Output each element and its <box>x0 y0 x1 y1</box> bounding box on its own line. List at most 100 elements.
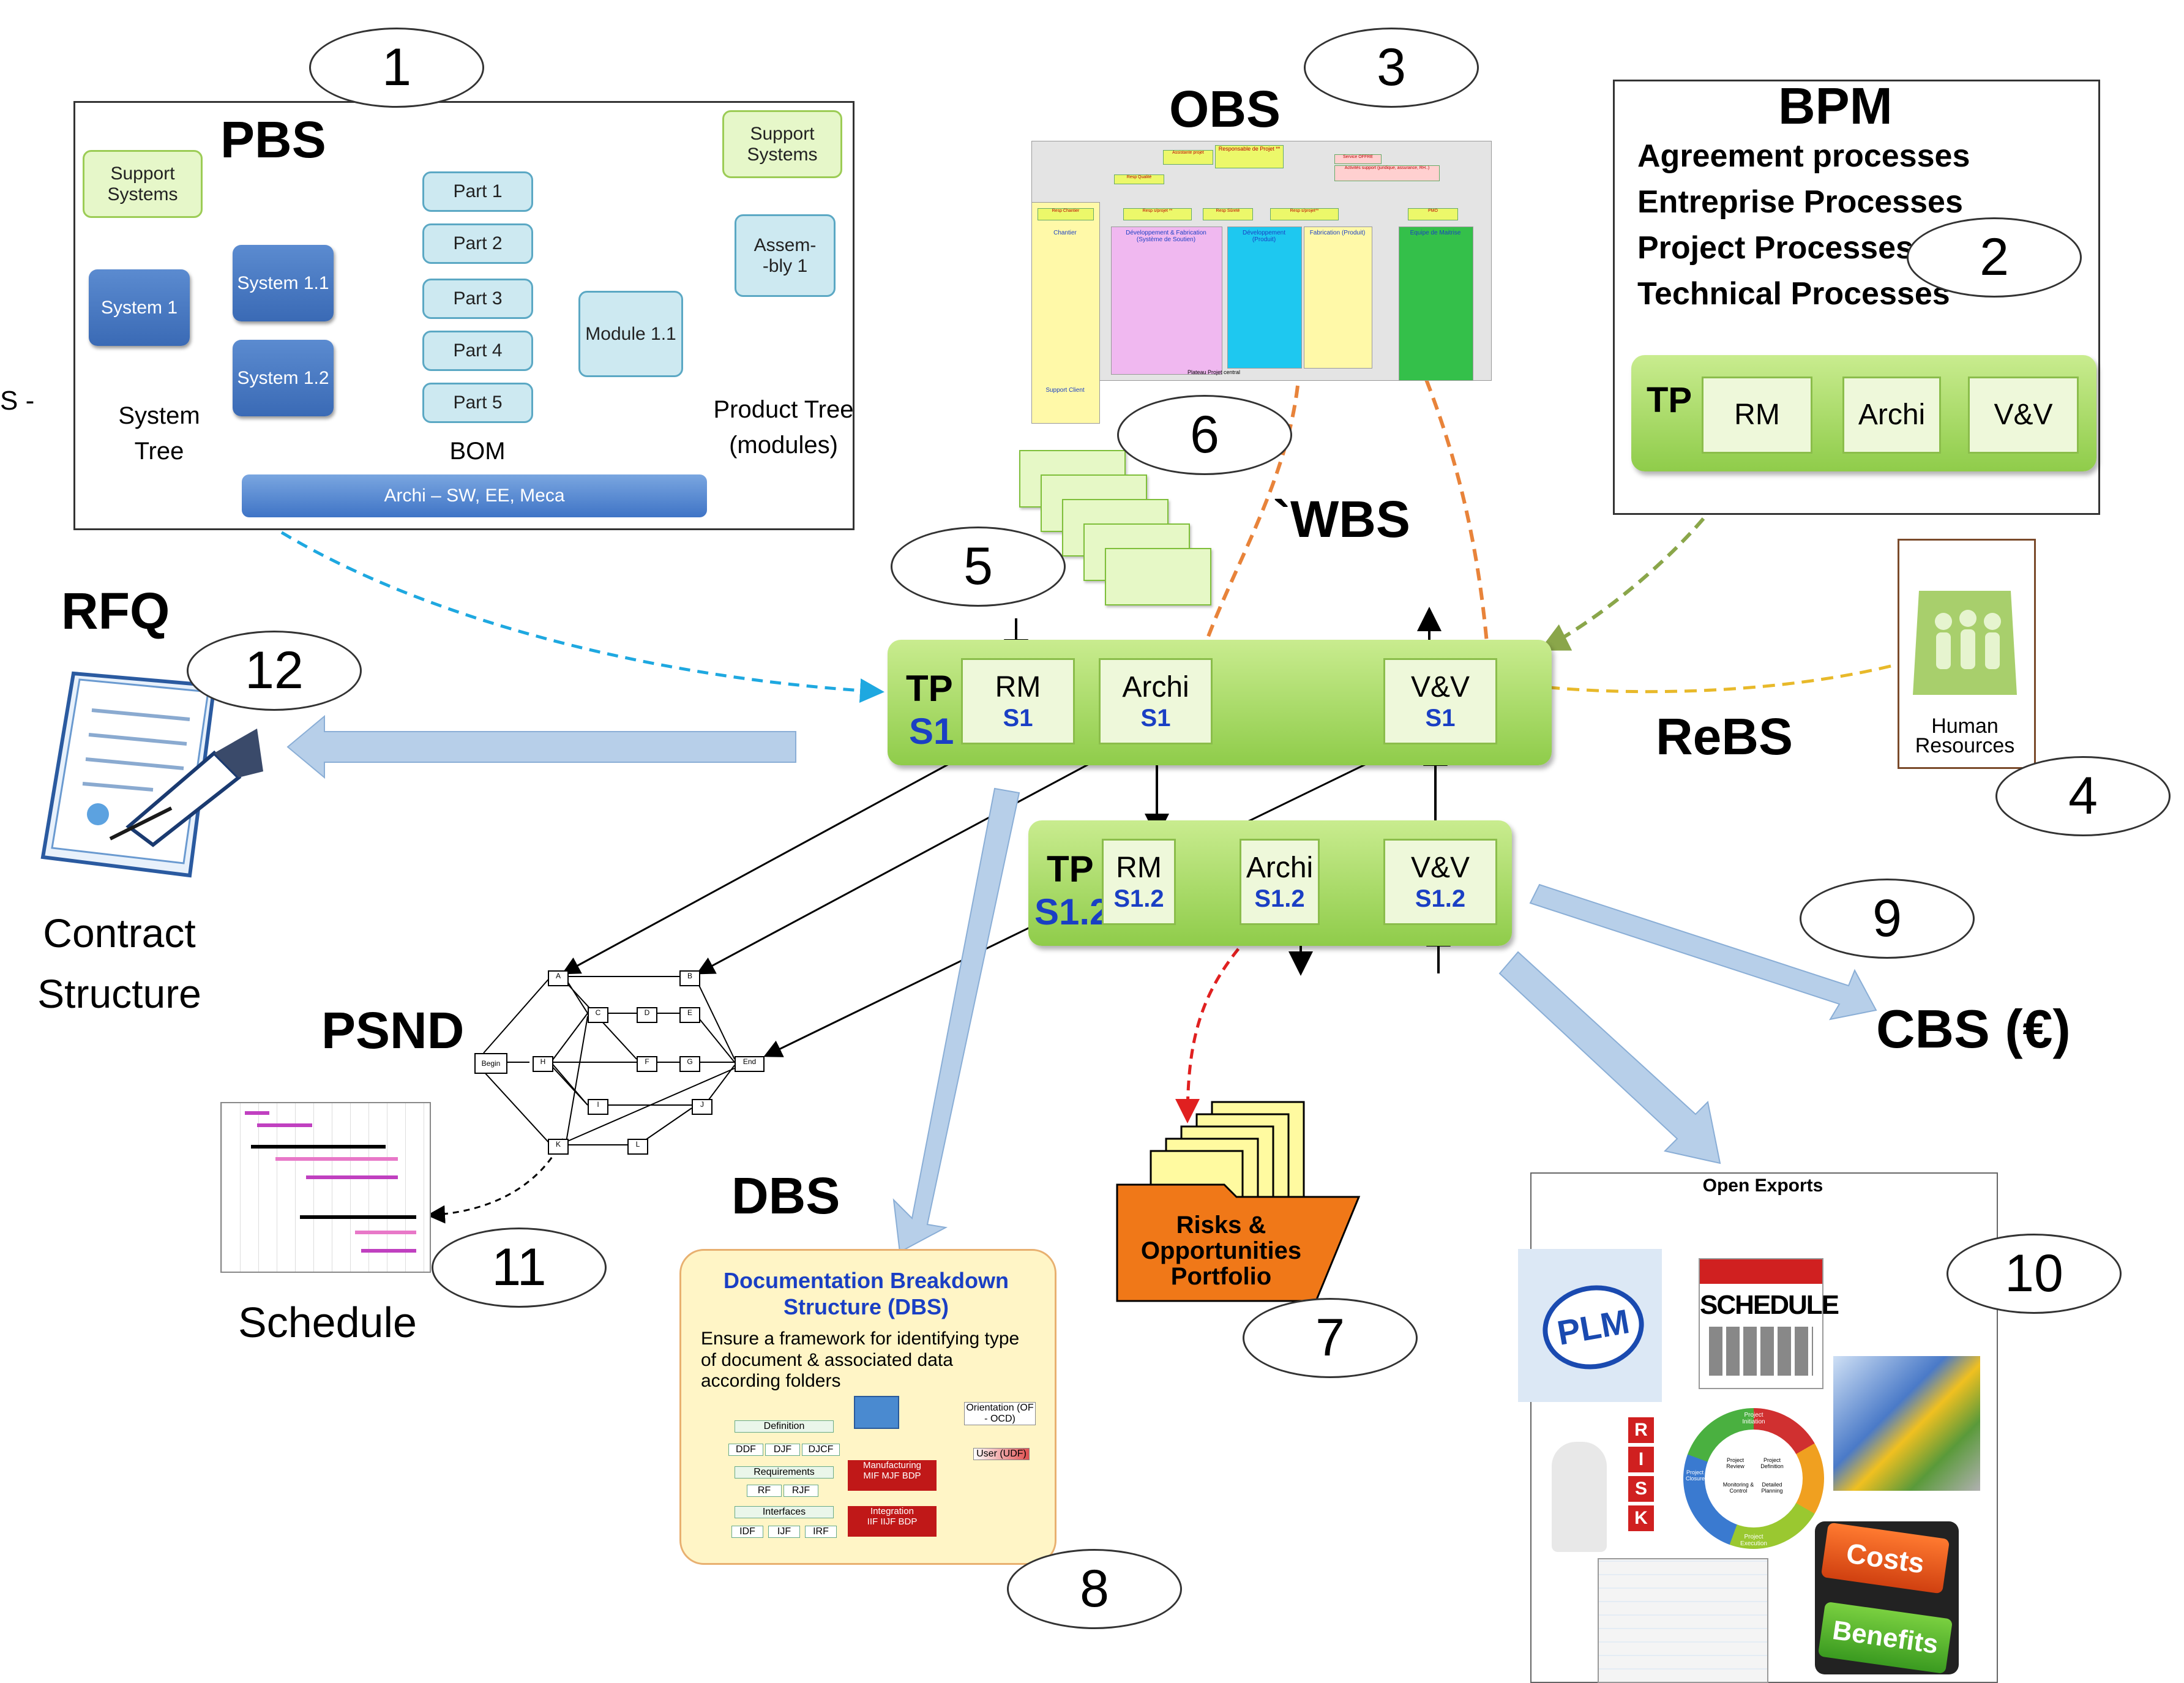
psnd-title: PSND <box>321 1002 465 1059</box>
psnd-c: C <box>588 1007 608 1023</box>
number-badge-2: 2 <box>1907 217 2082 298</box>
wheel-label-monitoring: Monitoring & Control <box>1722 1482 1754 1494</box>
obs-footer: Plateau Projet central <box>1187 369 1241 375</box>
rfq-title: RFQ <box>61 582 170 640</box>
dbs-integration: Integration IIF IIJF BDP <box>848 1506 937 1537</box>
part-4-node: Part 4 <box>422 331 533 371</box>
arrow-to-cbs <box>1529 883 1877 1021</box>
number-badge-1: 1 <box>309 28 484 108</box>
wheel-label-review: Project Review <box>1726 1457 1745 1469</box>
obs-col-chantier <box>1031 202 1100 424</box>
calendar-grid <box>1709 1327 1813 1376</box>
arrow-to-dbs <box>892 787 1020 1253</box>
dbs-code-rjf: RJF <box>783 1485 818 1497</box>
system-tree-label: System Tree <box>118 402 200 465</box>
psnd-k: K <box>548 1139 569 1155</box>
psnd-d: D <box>637 1007 657 1023</box>
dbs-definition: Definition <box>735 1420 834 1433</box>
workflow-screenshot <box>1598 1558 1768 1683</box>
bpm-vv-label: V&V <box>1994 399 2053 431</box>
obs-col-dev-produit <box>1227 227 1302 369</box>
rebs-title: ReBS <box>1656 708 1793 765</box>
product-tree-label: Product Tree (modules) <box>713 396 854 459</box>
tp-s12-rm-sub: S1.2 <box>1113 885 1164 912</box>
risk-letter-r: R <box>1628 1417 1654 1443</box>
dbs-code-ijf: IJF <box>768 1526 800 1538</box>
obs-pmo: PMO <box>1408 208 1458 220</box>
bpm-title: BPM <box>1778 77 1893 135</box>
psnd-e: E <box>679 1007 700 1023</box>
obs-col-label-maitrise: Equipe de Maitrise <box>1410 230 1461 236</box>
tp-s12-archi-label: Archi <box>1246 851 1314 884</box>
obs-support-client: Support Client <box>1045 387 1085 394</box>
psnd-begin: Begin <box>474 1053 507 1074</box>
bpm-line-2: Entreprise Processes <box>1637 184 1963 220</box>
left-fragment: S - <box>0 386 35 416</box>
module-1-1-node: Module 1.1 <box>578 291 683 377</box>
obs-service-offre: Service OFFRE <box>1334 154 1382 164</box>
dbs-manufacturing-codes: MIF MJF BDP <box>863 1471 921 1481</box>
tp-s12-archi-sub: S1.2 <box>1254 885 1305 912</box>
part-3-node: Part 3 <box>422 279 533 319</box>
number-badge-11: 11 <box>432 1228 607 1308</box>
obs-col-maitrise <box>1399 227 1473 381</box>
bpm-archi-box: Archi <box>1842 377 1941 454</box>
schedule-calendar-label: SCHEDULE <box>1700 1290 1839 1320</box>
bpm-line-4: Technical Processes <box>1637 276 1950 312</box>
wheel-center <box>1705 1430 1803 1527</box>
wheel-label-planning: Detailed Planning <box>1761 1482 1783 1494</box>
bpm-rm-label: RM <box>1734 399 1780 431</box>
psnd-f: F <box>637 1056 657 1072</box>
obs-assistante: Assistante projet <box>1163 150 1213 165</box>
obs-col-dev-fab <box>1111 227 1222 375</box>
dbs-requirements: Requirements <box>735 1466 834 1479</box>
number-badge-3: 3 <box>1304 28 1479 108</box>
gantt-bar <box>355 1231 416 1234</box>
bpm-vv-box: V&V <box>1968 377 2079 454</box>
wbs-title: `WBS <box>1273 490 1410 548</box>
schedule-gantt <box>220 1102 431 1273</box>
dbs-panel-title: Documentation Breakdown Structure (DBS) <box>723 1268 1009 1320</box>
psnd-l: L <box>627 1139 648 1155</box>
number-badge-6: 6 <box>1117 395 1292 475</box>
bpm-tp-label: TP <box>1647 380 1692 420</box>
obs-resp-chantier: Resp Chantier <box>1038 208 1094 220</box>
tp-s12-vv-label: V&V <box>1410 851 1470 884</box>
psnd-h: H <box>533 1056 553 1072</box>
psnd-end: End <box>735 1056 765 1072</box>
risks-folder-icon <box>1116 1101 1361 1302</box>
dbs-orientation: Orientation (OF - OCD) <box>964 1402 1036 1425</box>
risk-person <box>1552 1442 1607 1552</box>
tp-s1-archi-label: Archi <box>1122 670 1189 703</box>
obs-col-label-devprod: Développement (Produit) <box>1242 230 1286 243</box>
bpm-line-3: Project Processes <box>1637 230 1913 266</box>
obs-resp-sprojet-1: Resp s/projet ** <box>1123 208 1192 220</box>
schedule-calendar-icon: SCHEDULE <box>1699 1258 1839 1389</box>
wheel-label-definition: Project Definition <box>1760 1457 1784 1469</box>
support-systems-left: Support Systems <box>83 150 203 218</box>
tp-s12-sub: S1.2 <box>1034 891 1110 932</box>
obs-col-fab-produit <box>1304 227 1372 369</box>
gantt-bar <box>275 1157 398 1161</box>
dbs-code-djcf: DJCF <box>802 1444 840 1456</box>
train-image <box>1833 1356 1980 1491</box>
risk-letter-i: I <box>1628 1447 1654 1472</box>
dbs-title: DBS <box>731 1167 840 1224</box>
dbs-code-ddf: DDF <box>728 1444 763 1456</box>
wheel-label-initiation: Project Initiation <box>1742 1412 1765 1425</box>
psnd-b: B <box>679 970 700 986</box>
bpm-archi-label: Archi <box>1858 399 1926 431</box>
calendar-header <box>1700 1259 1822 1284</box>
tp-s12-label: TP <box>1047 849 1094 890</box>
project-lifecycle-wheel: Project Initiation Project Definition De… <box>1683 1408 1824 1549</box>
obs-col-label-devfab: Développement & Fabrication (Système de … <box>1126 230 1206 243</box>
hr-label: Human Resources <box>1915 714 2015 758</box>
dbs-code-djf: DJF <box>765 1444 800 1456</box>
dbs-manufacturing-label: Manufacturing <box>862 1460 922 1471</box>
